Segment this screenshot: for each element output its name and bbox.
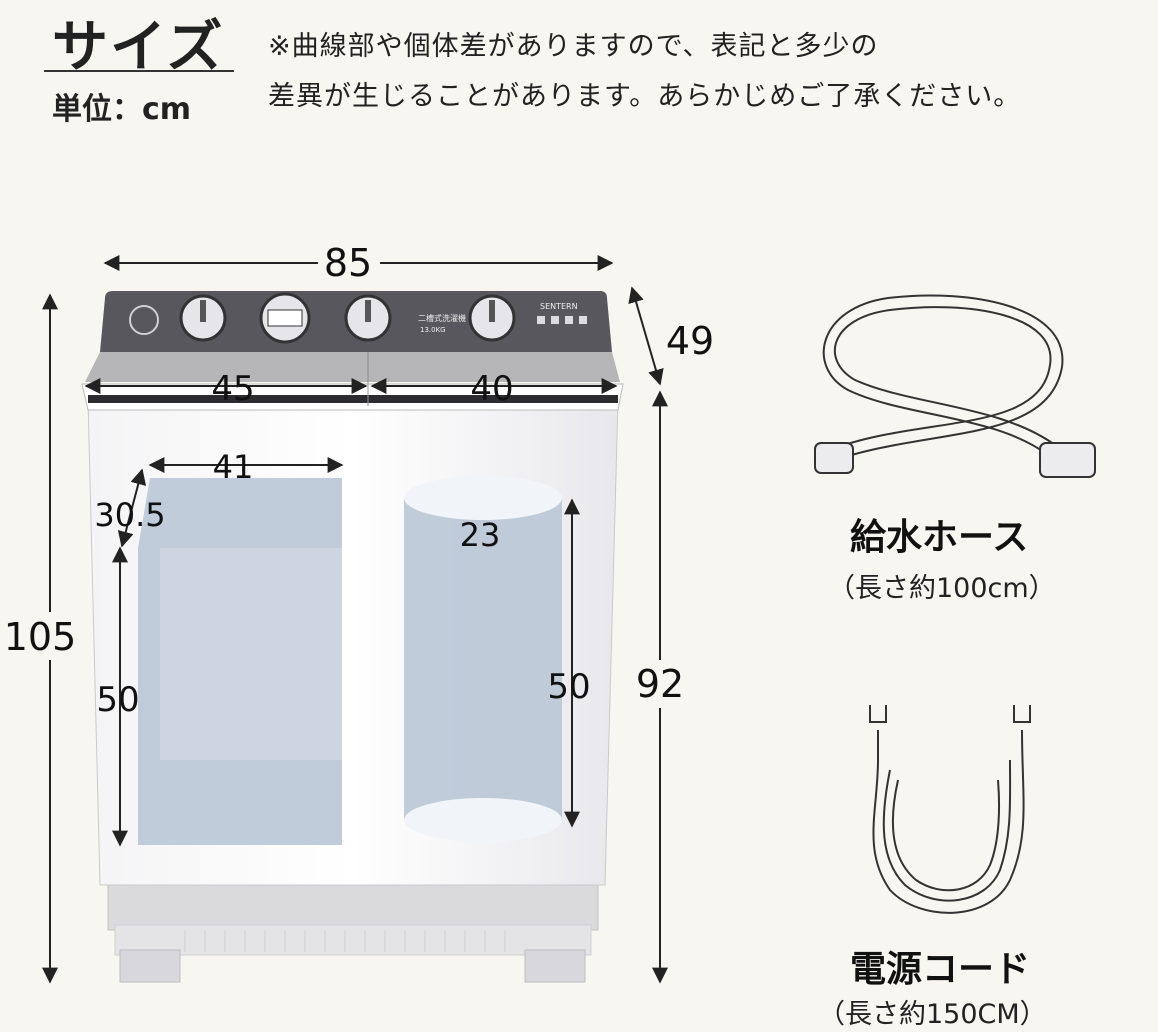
capacity-label: 13.0KG xyxy=(420,326,446,334)
note-line-1: ※曲線部や個体差がありますので、表記と多少の xyxy=(268,31,879,62)
dim-height-total: 105 xyxy=(4,615,77,659)
dim-body-height: 92 xyxy=(636,662,684,706)
dim-depth: 49 xyxy=(666,319,714,363)
dim-width-total: 85 xyxy=(324,241,372,285)
power-cord-icon xyxy=(869,705,1031,914)
dim-top-left: 45 xyxy=(211,369,254,409)
brand-label: SENTERN xyxy=(540,302,578,311)
page-title: サイズ xyxy=(52,15,225,80)
hose-icon xyxy=(814,294,1096,478)
dim-wash-tub-width: 41 xyxy=(213,448,254,486)
accessory-hose-title: 給水ホース xyxy=(850,517,1029,558)
dim-spin-tub-diameter: 23 xyxy=(460,516,501,554)
title-divider xyxy=(44,70,234,72)
dim-wash-tub-height: 50 xyxy=(96,680,139,720)
spin-tub xyxy=(404,498,562,820)
dim-spin-tub-height: 50 xyxy=(547,667,590,707)
accessory-cord-title: 電源コード xyxy=(850,949,1031,990)
disclaimer-note: ※曲線部や個体差がありますので、表記と多少の 差異が生じることがあります。あらか… xyxy=(268,22,1021,122)
dim-top-right: 40 xyxy=(470,369,513,409)
machine-base xyxy=(107,884,599,983)
model-label: 二槽式洗濯機 xyxy=(418,313,466,323)
accessory-hose-length: （長さ約100cm） xyxy=(828,573,1056,604)
dim-wash-tub-depth: 30.5 xyxy=(94,496,165,534)
accessory-cord-length: （長さ約150CM） xyxy=(818,999,1047,1030)
note-line-2: 差異が生じることがあります。あらかじめご了承ください。 xyxy=(268,81,1022,112)
unit-label: 単位：cm xyxy=(52,92,192,127)
